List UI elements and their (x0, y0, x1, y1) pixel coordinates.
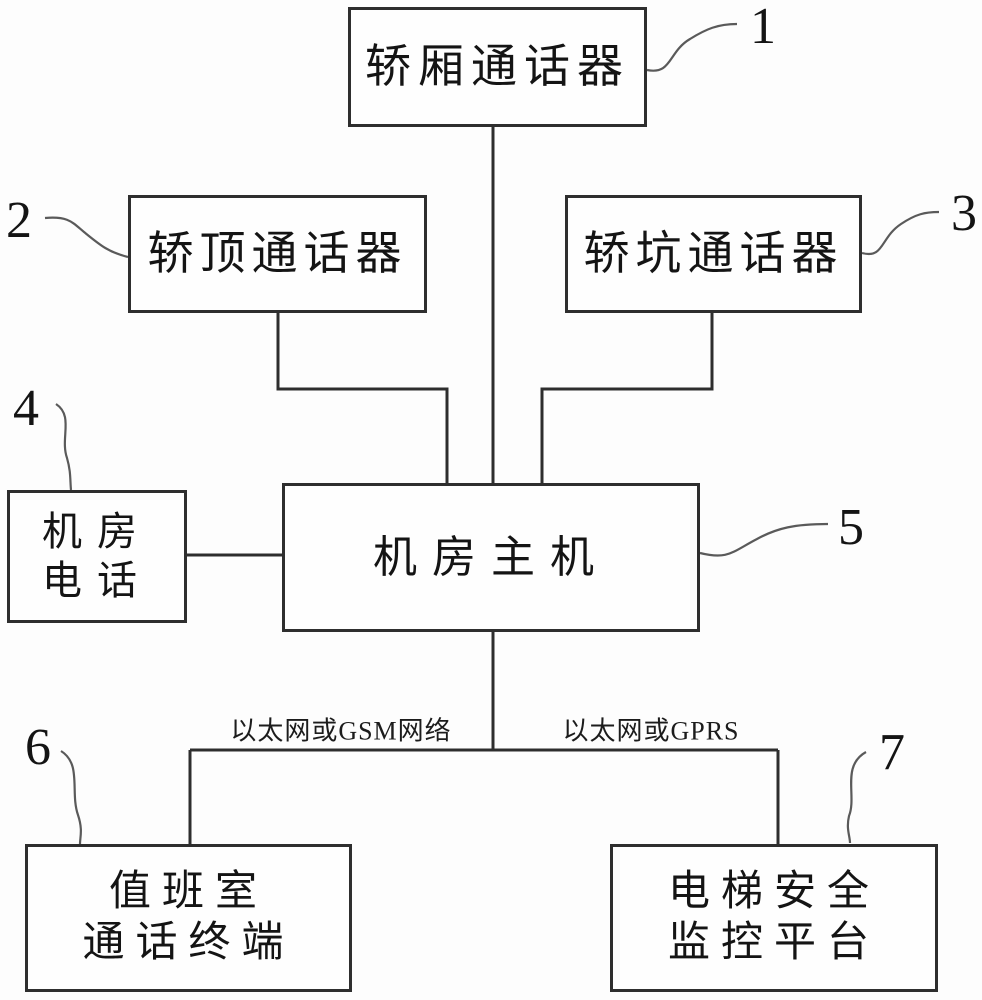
node-machine-room-phone: 机房 电话 (7, 490, 187, 623)
node-duty-room-terminal-line2: 通话终端 (82, 920, 295, 966)
node-car-pit-intercom-label: 轿坑通话器 (583, 227, 844, 279)
node-car-top-intercom-label: 轿顶通话器 (147, 227, 408, 279)
ref-label-2: 2 (6, 192, 32, 249)
node-safety-platform: 电梯安全 监控平台 (610, 844, 938, 992)
ref-label-6: 6 (25, 719, 51, 776)
node-machine-room-host: 机房主机 (282, 483, 700, 632)
leader-2 (44, 216, 129, 259)
node-car-pit-intercom: 轿坑通话器 (565, 195, 862, 313)
node-machine-room-phone-line2: 电话 (42, 557, 152, 603)
node-duty-room-terminal-line1: 值班室 (108, 868, 268, 915)
ref-label-1: 1 (750, 0, 776, 55)
node-duty-room-terminal: 值班室 通话终端 (25, 844, 352, 992)
leader-5 (699, 522, 829, 557)
node-car-intercom: 轿厢通话器 (348, 7, 647, 127)
leader-7 (846, 751, 867, 844)
node-machine-room-phone-line1: 机房 (42, 508, 152, 554)
node-safety-platform-line1: 电梯安全 (667, 868, 880, 915)
node-safety-platform-line2: 监控平台 (667, 920, 880, 966)
ref-label-4: 4 (13, 380, 39, 437)
node-machine-room-host-label: 机房主机 (373, 532, 609, 582)
leader-6 (60, 750, 82, 845)
ref-label-7: 7 (879, 724, 905, 781)
bus-wires (187, 127, 780, 844)
node-car-intercom-label: 轿厢通话器 (365, 40, 630, 92)
wire-label-ethernet-gsm: 以太网或GSM网络 (230, 716, 452, 746)
leader-4 (55, 403, 73, 491)
node-car-top-intercom: 轿顶通话器 (128, 195, 427, 313)
reference-leaders (44, 22, 940, 845)
leader-3 (861, 210, 940, 256)
leader-1 (646, 22, 738, 72)
wire-carpit-to-host (540, 313, 714, 483)
wire-cartop-to-host (276, 313, 449, 483)
ref-label-3: 3 (951, 185, 977, 242)
ref-label-5: 5 (838, 499, 864, 556)
wire-label-ethernet-gprs: 以太网或GPRS (562, 716, 740, 746)
